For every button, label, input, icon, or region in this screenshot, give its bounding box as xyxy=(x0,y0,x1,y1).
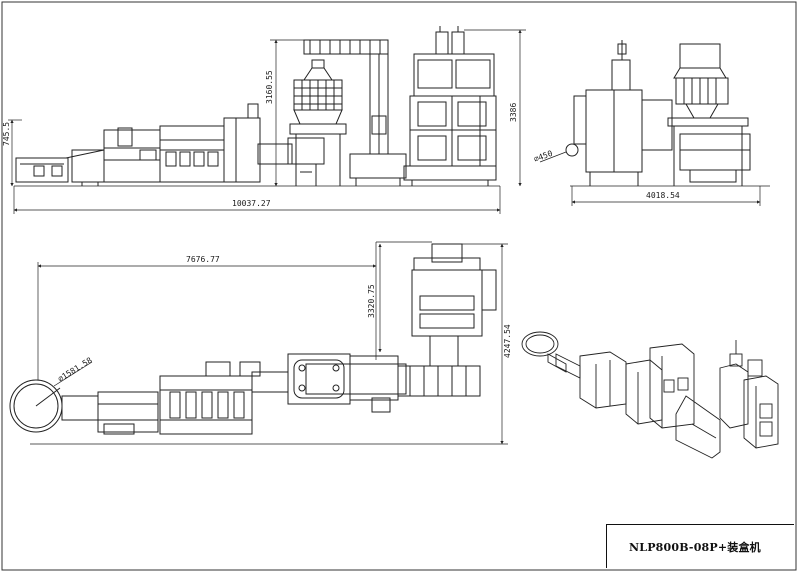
dim-front-left-height: 745.5 xyxy=(2,122,11,146)
dim-front-total-length: 10037.27 xyxy=(232,199,271,208)
dim-plan-length: 7676.77 xyxy=(186,255,220,264)
front-dimensions xyxy=(8,29,526,214)
dim-plan-height: 4247.54 xyxy=(503,324,512,358)
dim-weigher-height: 3160.55 xyxy=(265,70,274,104)
front-view xyxy=(14,26,500,187)
drawing-title: NLP800B-08P+装盒机 xyxy=(629,541,761,554)
dim-plan-turntable: ∅1581.58 xyxy=(56,356,94,384)
dim-plan-weigher-offset: 3320.75 xyxy=(367,284,376,318)
dim-side-total-width: 4018.54 xyxy=(646,191,680,200)
plan-dimensions xyxy=(30,241,508,445)
isometric-view xyxy=(521,331,779,459)
plan-view xyxy=(9,243,497,435)
side-view xyxy=(565,40,770,187)
dim-right-height: 3386 xyxy=(509,103,518,122)
side-dimensions xyxy=(539,151,761,206)
title-block: NLP800B-08P+装盒机 xyxy=(606,524,794,568)
dim-side-circle: ∅450 xyxy=(533,149,554,164)
